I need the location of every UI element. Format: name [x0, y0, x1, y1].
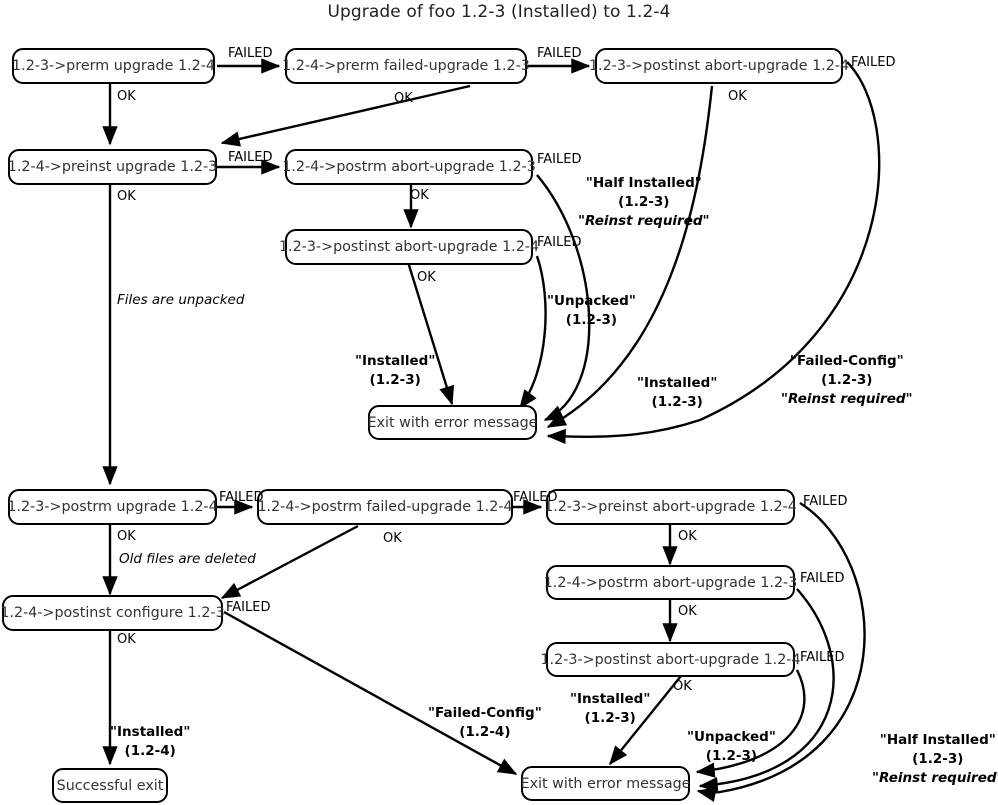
- state-line-2: (1.2-4): [459, 724, 511, 741]
- state-line-2: (1.2-3): [618, 194, 670, 211]
- edge-label-failed-4: FAILED: [228, 150, 273, 165]
- page-title: Upgrade of foo 1.2-3 (Installed) to 1.2-…: [327, 2, 671, 22]
- edge-label-failed-5: FAILED: [537, 152, 582, 167]
- state-line-3: "Reinst required": [872, 770, 998, 787]
- state-label-unpacked-bottom: "Unpacked" (1.2-3): [687, 728, 776, 766]
- edge-label-ok-4: OK: [117, 189, 136, 204]
- node-prerm-upgrade[interactable]: 1.2-3->prerm upgrade 1.2-4: [12, 48, 215, 84]
- edge-postinstabortmid-failed: [519, 255, 547, 410]
- node-exit-with-error-message-bottom[interactable]: Exit with error message: [521, 766, 690, 801]
- state-line-1: "Installed": [637, 375, 718, 391]
- state-label-failed-config-bottom: "Failed-Config" (1.2-4): [428, 704, 542, 742]
- state-line-3: "Reinst required": [781, 391, 913, 408]
- edge-preinstabort-failed: [696, 501, 866, 803]
- state-line-1: "Failed-Config": [789, 353, 904, 369]
- edge-label-ok-5: OK: [410, 188, 429, 203]
- edge-label-ok-11: OK: [673, 679, 692, 694]
- state-line-1: "Unpacked": [687, 729, 776, 745]
- node-exit-with-error-message-top[interactable]: Exit with error message: [368, 405, 537, 440]
- state-line-1: "Installed": [570, 691, 651, 707]
- note-files-are-unpacked: Files are unpacked: [117, 292, 245, 308]
- state-label-half-installed-top: "Half Installed" (1.2-3) "Reinst require…: [578, 174, 710, 231]
- edge-label-ok-1: OK: [117, 89, 136, 104]
- node-postinst-abort-upgrade-mid[interactable]: 1.2-3->postinst abort-upgrade 1.2-4: [279, 229, 539, 265]
- state-line-2: (1.2-3): [651, 394, 703, 411]
- node-postrm-abort-upgrade-bottom[interactable]: 1.2-4->postrm abort-upgrade 1.2-3: [544, 565, 797, 600]
- edge-label-ok-10: OK: [678, 604, 697, 619]
- node-preinst-upgrade[interactable]: 1.2-4->preinst upgrade 1.2-3: [8, 149, 217, 185]
- state-line-2: (1.2-3): [705, 748, 758, 765]
- edge-label-ok-12: OK: [117, 632, 136, 647]
- state-label-installed-top-left: "Installed" (1.2-3): [355, 352, 435, 390]
- edge-label-failed-3: FAILED: [851, 55, 896, 70]
- state-line-1: "Unpacked": [547, 293, 636, 309]
- node-postrm-upgrade[interactable]: 1.2-3->postrm upgrade 1.2-4: [7, 489, 218, 525]
- state-line-3: "Reinst required": [578, 213, 710, 230]
- edge-postinstabortbot-failed: [695, 669, 806, 778]
- edge-label-ok-8: OK: [383, 531, 402, 546]
- state-line-1: "Half Installed": [585, 175, 702, 191]
- state-label-half-installed-bottom: "Half Installed" (1.2-3) "Reinst require…: [872, 731, 998, 788]
- edge-postinstabortbot-ok: [609, 675, 682, 766]
- edge-postinstconfigure-failed: [223, 610, 518, 776]
- edge-postrmfailed-ok: [220, 524, 359, 600]
- node-successful-exit[interactable]: Successful exit: [52, 768, 168, 803]
- edge-label-failed-6: FAILED: [537, 235, 582, 250]
- state-line-1: "Failed-Config": [428, 705, 542, 721]
- edge-label-ok-7: OK: [117, 529, 136, 544]
- edge-label-failed-9: FAILED: [803, 494, 848, 509]
- edge-label-failed-11: FAILED: [800, 650, 845, 665]
- state-label-failed-config-top: "Failed-Config" (1.2-3) "Reinst required…: [781, 352, 913, 409]
- state-label-installed-top-right: "Installed" (1.2-3): [637, 374, 717, 412]
- state-line-1: "Installed": [355, 353, 436, 369]
- edge-postinstabortmid-ok: [406, 261, 455, 406]
- edge-postrmabortbot-failed: [698, 588, 835, 793]
- edge-label-failed-1: FAILED: [228, 46, 273, 61]
- node-postrm-failed-upgrade[interactable]: 1.2-4->postrm failed-upgrade 1.2-4: [257, 489, 513, 525]
- node-postinst-configure[interactable]: 1.2-4->postinst configure 1.2-3: [0, 595, 225, 631]
- edge-label-ok-9: OK: [678, 529, 697, 544]
- edge-label-ok-2: OK: [394, 91, 413, 106]
- edge-postrmabortmid-failed: [536, 174, 591, 422]
- edge-postinstaborttop-ok: [546, 85, 714, 429]
- edge-label-failed-8: FAILED: [513, 490, 558, 505]
- state-line-2: (1.2-3): [821, 372, 873, 389]
- state-label-installed-bottom: "Installed" (1.2-3): [570, 690, 650, 728]
- state-label-unpacked-top: "Unpacked" (1.2-3): [547, 292, 636, 330]
- state-label-installed-success: "Installed" (1.2-4): [110, 723, 190, 761]
- state-line-2: (1.2-3): [912, 751, 964, 768]
- state-line-2: (1.2-3): [369, 372, 421, 389]
- edge-label-failed-12: FAILED: [226, 600, 271, 615]
- node-postinst-abort-upgrade-bottom[interactable]: 1.2-3->postinst abort-upgrade 1.2-4: [540, 642, 801, 677]
- edge-label-failed-10: FAILED: [800, 571, 845, 586]
- node-preinst-abort-upgrade[interactable]: 1.2-3->preinst abort-upgrade 1.2-4: [544, 489, 797, 525]
- edge-label-ok-3: OK: [728, 89, 747, 104]
- state-line-1: "Installed": [110, 724, 191, 740]
- node-prerm-failed-upgrade[interactable]: 1.2-4->prerm failed-upgrade 1.2-3: [282, 48, 530, 84]
- edge-label-failed-2: FAILED: [537, 46, 582, 61]
- state-line-2: (1.2-3): [565, 312, 618, 329]
- node-postinst-abort-upgrade-top[interactable]: 1.2-3->postinst abort-upgrade 1.2-4: [589, 48, 849, 84]
- edge-prermfailed-ok: [220, 84, 471, 147]
- state-line-1: "Half Installed": [879, 732, 996, 748]
- note-old-files-are-deleted: Old files are deleted: [119, 551, 256, 567]
- state-line-2: (1.2-3): [584, 710, 636, 727]
- state-line-2: (1.2-4): [124, 743, 176, 760]
- node-postrm-abort-upgrade-mid[interactable]: 1.2-4->postrm abort-upgrade 1.2-3: [282, 149, 536, 185]
- edge-postinstaborttop-failed: [546, 61, 881, 445]
- edge-label-ok-6: OK: [417, 270, 436, 285]
- edge-label-failed-7: FAILED: [219, 490, 264, 505]
